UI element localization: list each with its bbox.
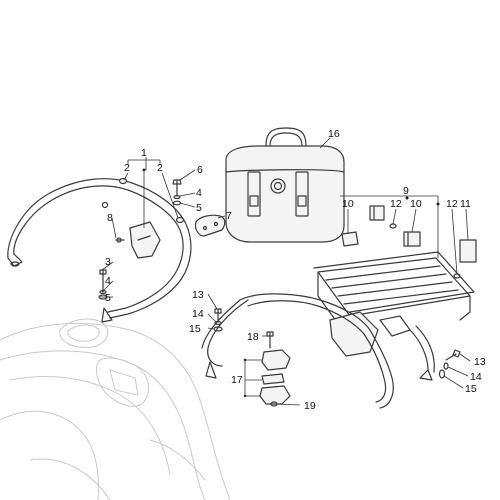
- callout-15-right: 15: [465, 383, 477, 395]
- bracket-part-8: [115, 221, 161, 259]
- mount-pads: [341, 205, 477, 279]
- leader-lines: [100, 137, 471, 406]
- callout-16: 16: [328, 128, 340, 140]
- callout-5-right: 5: [196, 202, 202, 214]
- callout-11: 11: [460, 198, 471, 210]
- luggage-rack-part-9: [201, 251, 475, 409]
- callout-10-right: 10: [410, 198, 422, 210]
- callout-5-left: 5: [105, 292, 111, 304]
- callout-2-right: 2: [157, 162, 163, 174]
- callout-12-left: 12: [390, 198, 402, 210]
- scooter-body-ghost: [0, 318, 231, 500]
- callout-18: 18: [247, 331, 259, 343]
- callout-10-left: 10: [342, 198, 354, 210]
- callout-17: 17: [231, 374, 243, 386]
- rubber-pad-part-7: [194, 214, 226, 237]
- callout-4-left: 4: [105, 275, 111, 287]
- callout-13-left: 13: [192, 289, 204, 301]
- callout-4-right: 4: [196, 187, 202, 199]
- callout-6: 6: [197, 164, 203, 176]
- rear-grab-handle: [7, 178, 192, 323]
- callout-19: 19: [304, 400, 316, 412]
- callout-1: 1: [141, 147, 147, 159]
- callout-9: 9: [403, 185, 409, 197]
- callout-12-right: 12: [446, 198, 458, 210]
- callout-13-right: 13: [474, 356, 486, 368]
- callout-14-right: 14: [470, 371, 482, 383]
- clamp-assembly-17: [259, 331, 291, 407]
- leader-dots: [142, 168, 440, 398]
- callout-3: 3: [105, 256, 111, 268]
- callout-2-left: 2: [124, 162, 130, 174]
- callout-8: 8: [107, 212, 113, 224]
- callout-7: 7: [226, 210, 232, 222]
- callout-15-left: 15: [189, 323, 201, 335]
- leather-bag-part-16: [225, 127, 345, 243]
- callout-labels: 1 2 2 3 4 4 5 5 6 7 8 9 10 10 11 12 12 1…: [105, 128, 486, 412]
- callout-14-left: 14: [192, 308, 204, 320]
